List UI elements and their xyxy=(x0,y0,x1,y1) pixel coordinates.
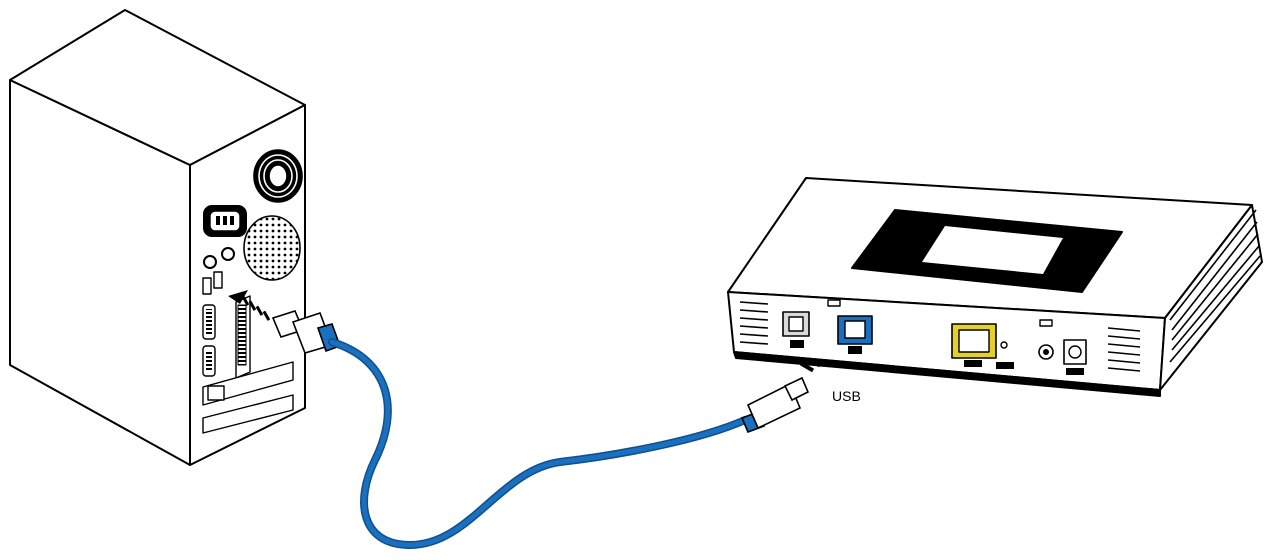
usb-port xyxy=(213,271,223,289)
usb-port-caption xyxy=(848,346,862,354)
router-display-inner xyxy=(922,226,1063,274)
desktop-tower xyxy=(9,9,306,466)
parallel-port xyxy=(237,304,247,366)
power-switch-center xyxy=(1043,349,1049,355)
router-box xyxy=(727,177,1263,397)
reset-caption xyxy=(996,362,1014,369)
serial-port xyxy=(206,350,212,372)
router-side-ridges xyxy=(1169,209,1261,363)
ethernet-port xyxy=(207,385,225,401)
usb-cable xyxy=(328,338,749,550)
expansion-bay xyxy=(202,394,294,434)
lan-port xyxy=(782,311,810,337)
power-jack-socket xyxy=(1068,345,1082,359)
router-bottom-rim xyxy=(733,351,1161,397)
led-indicator xyxy=(827,299,841,307)
router-vent-left xyxy=(739,301,769,345)
power-socket-icon xyxy=(203,205,247,237)
usb-label: USB xyxy=(832,388,861,404)
vent-grille xyxy=(243,215,301,281)
reset-button xyxy=(1000,341,1008,349)
serial-port xyxy=(206,309,212,335)
audio-port xyxy=(221,247,235,261)
fan-icon xyxy=(253,149,303,203)
usb-plug-computer xyxy=(271,310,342,354)
arrow-icon xyxy=(228,290,271,321)
router-vent-right xyxy=(1107,327,1141,372)
usb-plug-device xyxy=(740,376,810,434)
audio-port xyxy=(203,255,217,269)
usb-cable xyxy=(329,339,748,548)
wan-port-caption xyxy=(964,360,982,367)
wan-port-socket xyxy=(958,329,990,353)
lan-port-caption xyxy=(790,340,804,348)
usb-port xyxy=(202,277,212,295)
expansion-bay xyxy=(202,361,294,406)
lan-port-socket xyxy=(788,316,804,332)
led-indicator xyxy=(1039,319,1053,327)
power-caption xyxy=(1066,368,1084,375)
usb-device-port-socket xyxy=(844,320,866,339)
